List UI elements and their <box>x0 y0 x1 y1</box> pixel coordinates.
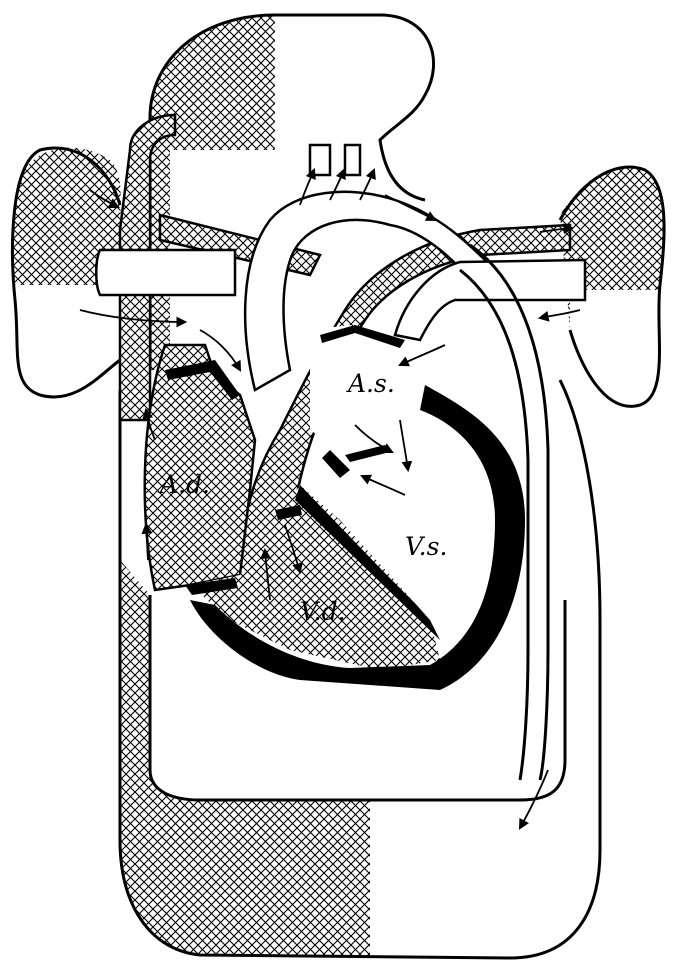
right-heart-chambers <box>143 343 257 592</box>
right-lung-white-part <box>570 290 660 407</box>
left-lung-outline <box>11 146 122 399</box>
label-right-atrium: A.d. <box>158 470 210 499</box>
lower-circulation-loop <box>120 390 370 958</box>
aortic-branch-2 <box>343 143 362 177</box>
atrial-septum <box>322 450 350 478</box>
label-left-atrium: A.s. <box>346 369 395 398</box>
descending-aorta <box>469 243 550 781</box>
interventricular-septum <box>295 485 440 640</box>
left-lung-white-part <box>15 285 120 397</box>
left-atrium <box>310 325 425 450</box>
left-ventricle <box>340 420 480 620</box>
flow-arrows <box>79 167 581 830</box>
label-left-ventricle: V.s. <box>405 532 447 561</box>
upper-loop-white-half <box>275 15 434 150</box>
atrial-roof-left <box>165 360 240 400</box>
pulmonary-vein-right <box>393 258 587 342</box>
right-av-valve-2 <box>185 578 238 595</box>
aortic-branch-1 <box>308 143 332 177</box>
right-lung-outline <box>558 165 666 408</box>
right-ventricle <box>190 485 440 670</box>
descending-aorta-inner <box>459 268 530 781</box>
right-av-valve <box>275 505 302 520</box>
lower-loop-outline <box>118 379 602 960</box>
left-av-valve <box>345 445 390 462</box>
label-right-ventricle: V.d. <box>300 597 346 626</box>
left-atrium-roof <box>320 325 405 348</box>
pulmonary-vein-left <box>95 248 237 297</box>
upper-loop-outline <box>148 13 435 370</box>
lower-loop-inner-outline <box>148 595 567 802</box>
lower-loop-white-half <box>370 380 600 958</box>
